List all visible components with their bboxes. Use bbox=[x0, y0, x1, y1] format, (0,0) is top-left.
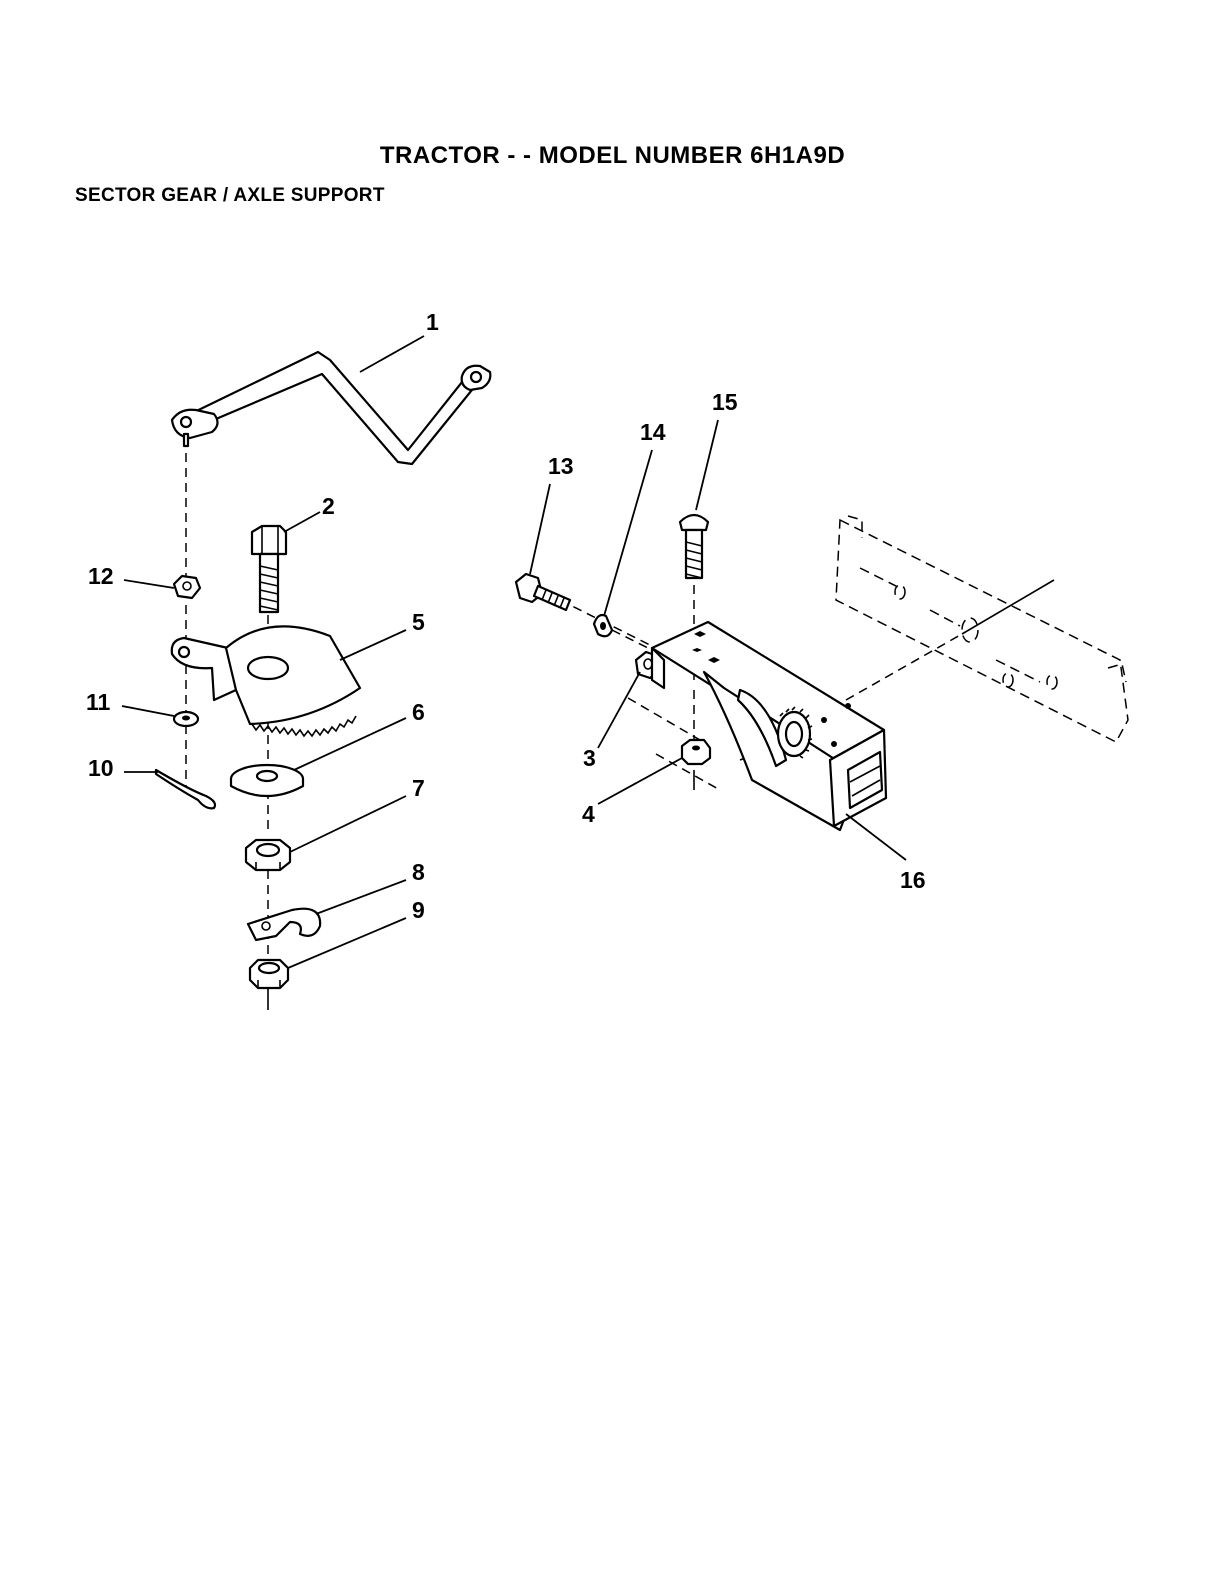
part-5-sector-gear bbox=[172, 626, 360, 736]
callout-labels: 1 2 3 4 5 6 7 8 9 10 11 12 13 14 15 16 bbox=[86, 309, 926, 923]
part-12-nut bbox=[174, 576, 200, 598]
callout-8: 8 bbox=[412, 859, 425, 885]
callout-5: 5 bbox=[412, 609, 425, 635]
part-2-hex-bolt bbox=[252, 526, 286, 612]
callout-4: 4 bbox=[582, 801, 595, 827]
callout-2: 2 bbox=[322, 493, 335, 519]
part-16-axle-support bbox=[652, 622, 886, 830]
callout-3: 3 bbox=[583, 745, 596, 771]
callout-10: 10 bbox=[88, 755, 114, 781]
callout-14: 14 bbox=[640, 419, 666, 445]
part-13-hex-bolt bbox=[516, 574, 570, 610]
callout-15: 15 bbox=[712, 389, 738, 415]
part-8-clip bbox=[248, 909, 320, 940]
part-4-nut bbox=[682, 740, 710, 764]
part-1-drag-link bbox=[172, 352, 490, 464]
part-9-lock-nut bbox=[250, 960, 288, 988]
callout-16: 16 bbox=[900, 867, 926, 893]
part-11-washer bbox=[174, 712, 198, 726]
axle-ghost-outline bbox=[836, 516, 1128, 742]
callout-1: 1 bbox=[426, 309, 439, 335]
callout-13: 13 bbox=[548, 453, 574, 479]
part-14-washer bbox=[594, 615, 612, 636]
callout-11: 11 bbox=[86, 689, 111, 715]
callout-7: 7 bbox=[412, 775, 425, 801]
part-6-washer bbox=[231, 765, 303, 796]
callout-9: 9 bbox=[412, 897, 425, 923]
part-7-hex-nut bbox=[246, 840, 290, 870]
callout-12: 12 bbox=[88, 563, 114, 589]
part-15-carriage-bolt bbox=[680, 515, 708, 578]
callout-6: 6 bbox=[412, 699, 425, 725]
